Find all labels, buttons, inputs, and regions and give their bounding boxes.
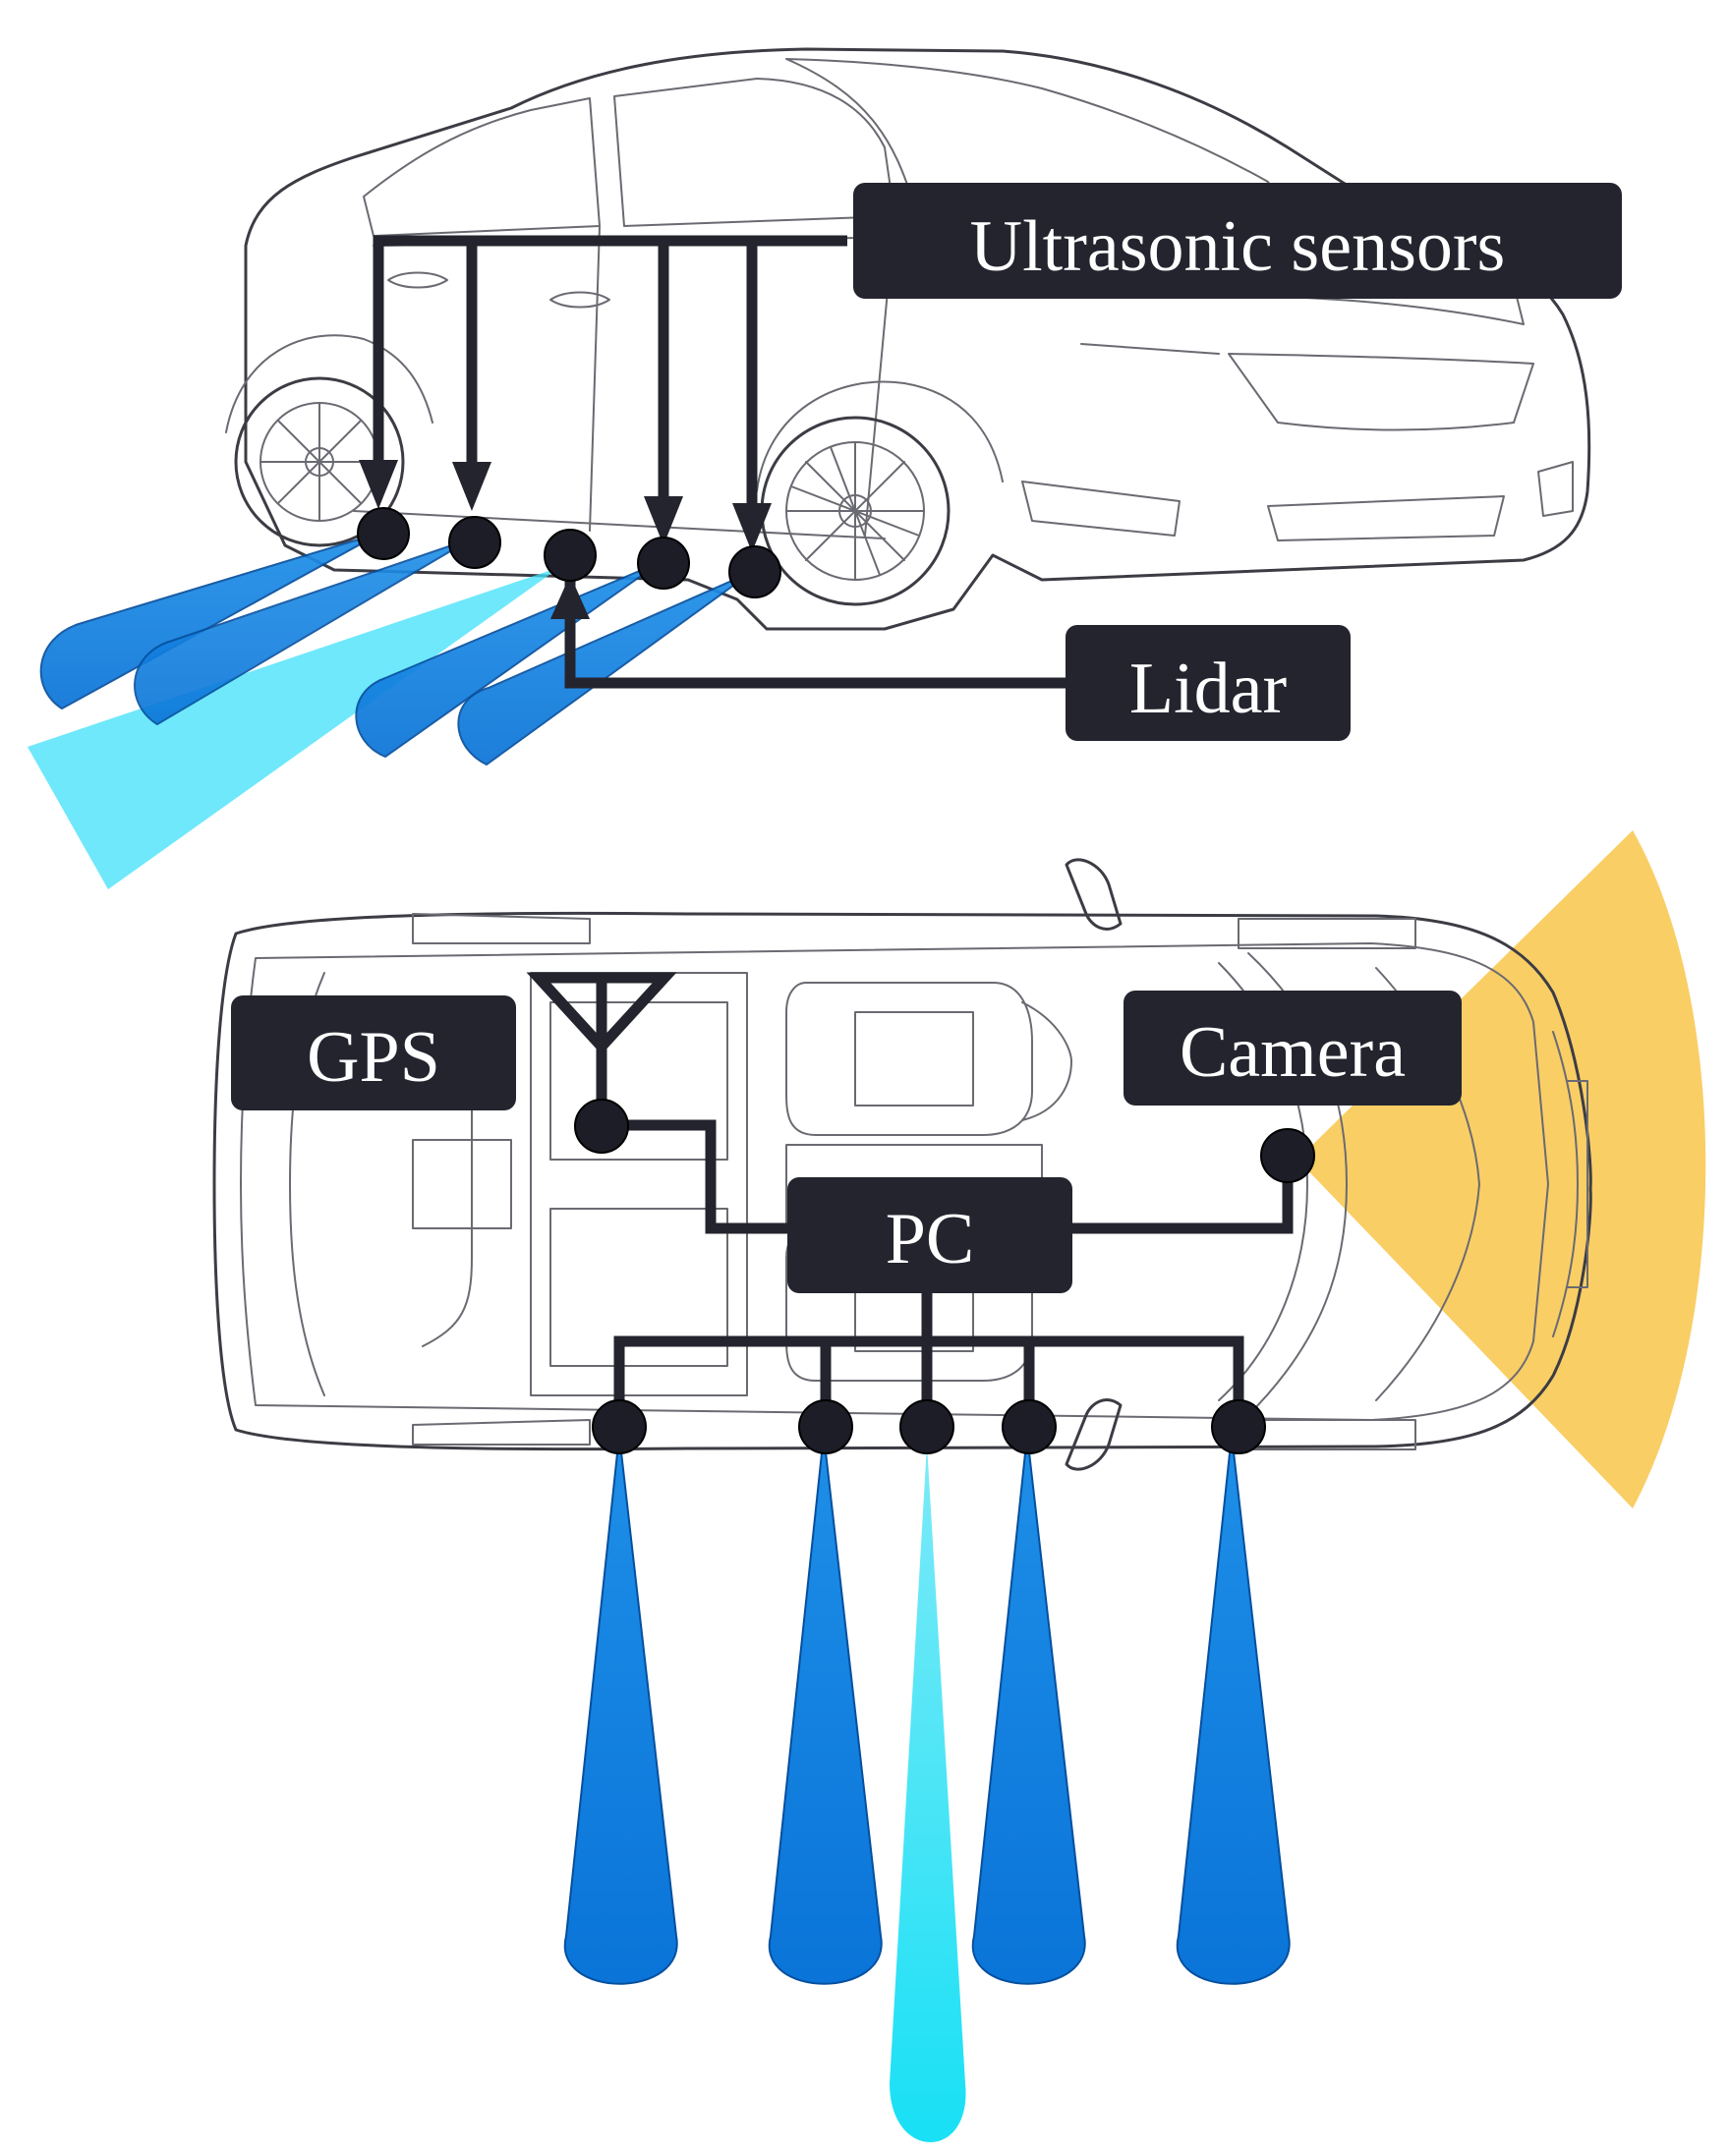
camera-text: Camera bbox=[1180, 1012, 1406, 1093]
top-view-beams bbox=[563, 1434, 1291, 2142]
ultrasonic-sensors-label: Ultrasonic sensors bbox=[853, 183, 1622, 299]
top-view-car bbox=[212, 858, 1592, 1471]
side-view-sensors bbox=[357, 507, 781, 598]
top-ultrasonic-sensor-4 bbox=[1211, 1399, 1266, 1454]
top-ultrasonic-beam-2 bbox=[768, 1434, 883, 1985]
arrow-us-3 bbox=[644, 496, 683, 545]
side-ultrasonic-sensor-3 bbox=[637, 537, 690, 590]
camera-label: Camera bbox=[1124, 991, 1462, 1106]
top-ultrasonic-sensor-1 bbox=[592, 1399, 647, 1454]
top-ultrasonic-beam-1 bbox=[563, 1434, 678, 1985]
side-view-wiring bbox=[359, 235, 1066, 689]
camera-sensor bbox=[1260, 1128, 1315, 1183]
top-ultrasonic-sensor-2 bbox=[798, 1399, 853, 1454]
side-ultrasonic-sensor-1 bbox=[357, 507, 410, 560]
side-ultrasonic-beam-1 bbox=[39, 532, 382, 710]
side-ultrasonic-sensor-4 bbox=[728, 545, 781, 598]
arrow-us-2 bbox=[452, 462, 491, 511]
side-ultrasonic-sensor-2 bbox=[448, 516, 501, 569]
pc-text: PC bbox=[886, 1199, 975, 1279]
pc-label: PC bbox=[787, 1177, 1072, 1293]
ultrasonic-sensors-text: Ultrasonic sensors bbox=[970, 206, 1506, 287]
gps-sensor bbox=[574, 1099, 629, 1154]
arrow-lidar bbox=[550, 575, 590, 619]
side-ultrasonic-beam-4 bbox=[457, 571, 753, 766]
side-view-car bbox=[225, 47, 1591, 631]
side-ultrasonic-beam-2 bbox=[134, 538, 473, 726]
camera-fov-cone bbox=[1297, 830, 1706, 1508]
lidar-label: Lidar bbox=[1066, 625, 1351, 741]
top-ultrasonic-sensor-3 bbox=[1002, 1399, 1057, 1454]
side-view-beams bbox=[28, 532, 753, 889]
lidar-text: Lidar bbox=[1129, 649, 1287, 729]
gps-text: GPS bbox=[307, 1017, 440, 1098]
gps-label: GPS bbox=[231, 995, 516, 1110]
top-lidar-beam bbox=[890, 1445, 966, 2142]
rear-wheel bbox=[225, 334, 433, 547]
arrow-us-4 bbox=[732, 503, 772, 552]
arrow-us-1 bbox=[359, 460, 398, 509]
top-view-sensors bbox=[574, 1099, 1315, 1454]
top-ultrasonic-beam-3 bbox=[971, 1434, 1086, 1985]
top-lidar-sensor bbox=[899, 1399, 954, 1454]
top-ultrasonic-beam-4 bbox=[1176, 1434, 1291, 1985]
side-lidar-beam bbox=[28, 567, 560, 889]
side-lidar-sensor bbox=[544, 529, 597, 582]
front-wheel bbox=[756, 380, 1004, 606]
